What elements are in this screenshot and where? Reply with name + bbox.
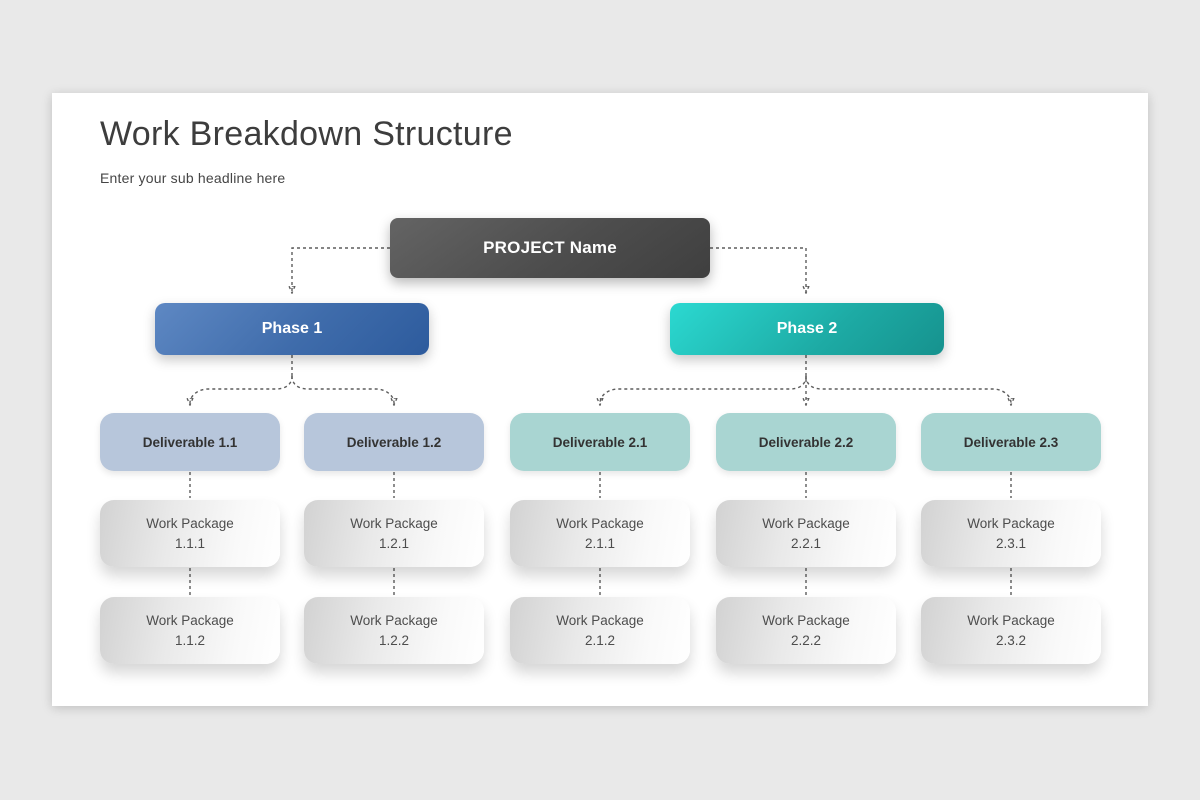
work-package-1-1-2-title: Work Package bbox=[146, 612, 234, 628]
work-package-2-3-2-node: Work Package 2.3.2 bbox=[921, 597, 1101, 664]
work-package-1-1-1-node: Work Package 1.1.1 bbox=[100, 500, 280, 567]
work-package-1-2-1-node: Work Package 1.2.1 bbox=[304, 500, 484, 567]
deliverable-2-3-label: Deliverable 2.3 bbox=[963, 434, 1059, 450]
work-package-2-3-2-title: Work Package bbox=[967, 612, 1055, 628]
work-package-2-2-1-title: Work Package bbox=[762, 515, 850, 531]
deliverable-2-2-node: Deliverable 2.2 bbox=[716, 413, 896, 471]
work-package-2-1-2-number: 2.1.2 bbox=[584, 632, 616, 648]
deliverable-1-2-node: Deliverable 1.2 bbox=[304, 413, 484, 471]
work-package-2-1-1-number: 2.1.1 bbox=[584, 535, 616, 551]
work-package-2-2-2-number: 2.2.2 bbox=[790, 632, 822, 648]
phase-1-node: Phase 1 bbox=[155, 303, 429, 355]
work-package-2-3-1-number: 2.3.1 bbox=[995, 535, 1027, 551]
work-package-1-2-1-number: 1.2.1 bbox=[378, 535, 410, 551]
phase-1-label: Phase 1 bbox=[261, 320, 323, 337]
work-package-1-2-2-title: Work Package bbox=[350, 612, 438, 628]
work-package-1-1-1-title: Work Package bbox=[146, 515, 234, 531]
phase-2-label: Phase 2 bbox=[776, 320, 838, 337]
work-package-2-2-1-node: Work Package 2.2.1 bbox=[716, 500, 896, 567]
deliverable-1-1-label: Deliverable 1.1 bbox=[142, 434, 238, 450]
work-package-2-3-1-title: Work Package bbox=[967, 515, 1055, 531]
work-package-2-1-1-title: Work Package bbox=[556, 515, 644, 531]
work-package-1-2-2-node: Work Package 1.2.2 bbox=[304, 597, 484, 664]
deliverable-1-1-node: Deliverable 1.1 bbox=[100, 413, 280, 471]
work-package-1-2-2-number: 1.2.2 bbox=[378, 632, 410, 648]
work-package-1-2-1-title: Work Package bbox=[350, 515, 438, 531]
work-package-2-1-1-node: Work Package 2.1.1 bbox=[510, 500, 690, 567]
page-subtitle: Enter your sub headline here bbox=[100, 170, 286, 186]
phase-2-node: Phase 2 bbox=[670, 303, 944, 355]
slide-canvas: Work Breakdown Structure Enter your sub … bbox=[52, 93, 1148, 706]
work-package-1-1-2-node: Work Package 1.1.2 bbox=[100, 597, 280, 664]
work-package-1-1-1-number: 1.1.1 bbox=[174, 535, 206, 551]
deliverable-2-2-label: Deliverable 2.2 bbox=[758, 434, 854, 450]
deliverable-2-1-node: Deliverable 2.1 bbox=[510, 413, 690, 471]
work-package-2-1-2-title: Work Package bbox=[556, 612, 644, 628]
page-title: Work Breakdown Structure bbox=[100, 115, 513, 153]
work-package-2-2-2-title: Work Package bbox=[762, 612, 850, 628]
project-node-label: PROJECT Name bbox=[483, 238, 617, 257]
work-package-2-3-2-number: 2.3.2 bbox=[995, 632, 1027, 648]
work-package-2-2-2-node: Work Package 2.2.2 bbox=[716, 597, 896, 664]
deliverable-2-1-label: Deliverable 2.1 bbox=[552, 434, 648, 450]
deliverable-2-3-node: Deliverable 2.3 bbox=[921, 413, 1101, 471]
deliverable-1-2-label: Deliverable 1.2 bbox=[346, 434, 442, 450]
work-package-2-3-1-node: Work Package 2.3.1 bbox=[921, 500, 1101, 567]
project-node: PROJECT Name bbox=[390, 218, 710, 278]
work-package-2-1-2-node: Work Package 2.1.2 bbox=[510, 597, 690, 664]
work-package-2-2-1-number: 2.2.1 bbox=[790, 535, 822, 551]
work-package-1-1-2-number: 1.1.2 bbox=[174, 632, 206, 648]
